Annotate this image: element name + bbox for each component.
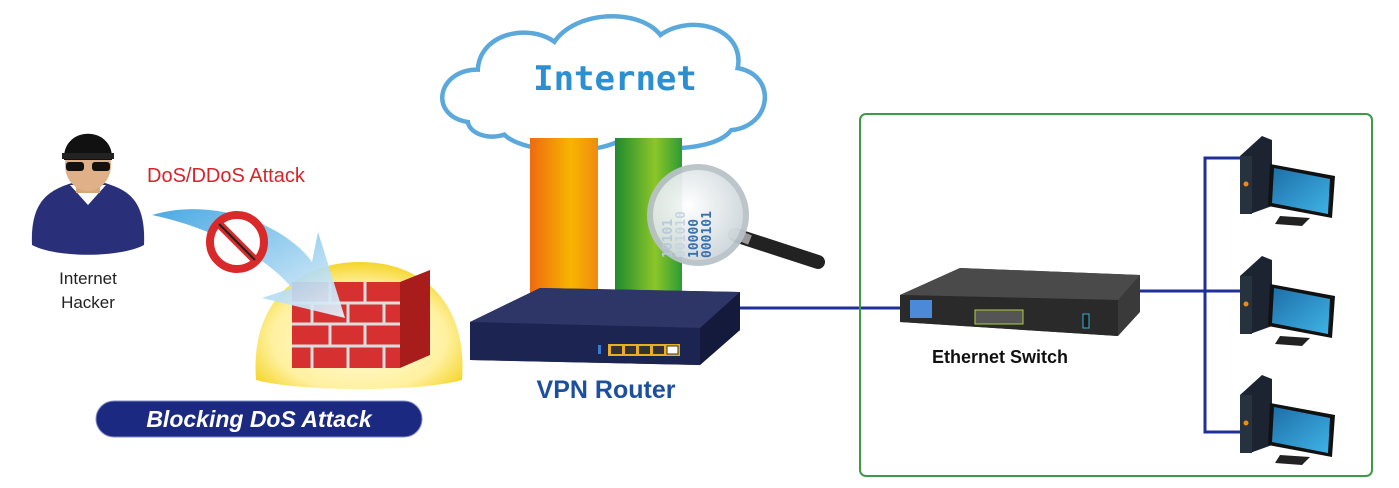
binary-line: 10101 [661, 219, 676, 258]
ethernet-switch-icon [900, 268, 1140, 336]
computer-icon [1240, 375, 1335, 465]
binary-line: 10000 [687, 219, 702, 258]
internet-label: Internet [533, 59, 697, 99]
binary-line: 001010 [674, 211, 689, 258]
attack-arrow-icon [152, 209, 345, 318]
attack-label: DoS/DDoS Attack [147, 165, 306, 187]
vpn-router-label: VPN Router [537, 376, 676, 404]
magnifier-icon [647, 164, 825, 269]
prohibited-icon [206, 211, 268, 273]
hacker-icon [31, 133, 145, 255]
vpn-router-icon [470, 288, 740, 365]
ethernet-switch-label: Ethernet Switch [932, 347, 1068, 367]
lan-cables [1140, 156, 1240, 434]
blocking-badge [95, 400, 423, 438]
orange-pipe [530, 138, 598, 303]
binary-line: 000101 [700, 211, 715, 258]
computer-icon [1240, 256, 1335, 346]
internet-cloud-icon [440, 14, 767, 153]
hacker-label-line1: Internet [59, 269, 117, 288]
computer-icon [1240, 136, 1335, 226]
hacker-label-line2: Hacker [61, 293, 115, 312]
blocking-label: Blocking DoS Attack [146, 406, 373, 432]
lan-group-box [859, 113, 1373, 477]
binary-data: 10101 001010 10000 000101 [661, 211, 715, 258]
